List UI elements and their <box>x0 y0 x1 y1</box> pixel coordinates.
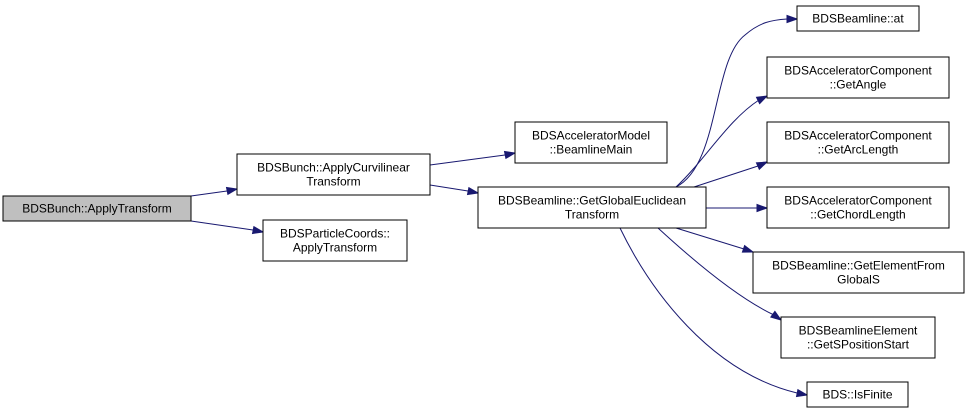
node-label-line: ::BeamlineMain <box>550 143 633 157</box>
node-label-line: BDS::IsFinite <box>822 388 892 402</box>
node-label-line: Transform <box>565 208 619 222</box>
edge-line <box>693 165 759 188</box>
node-apply-transform[interactable]: BDSBunch::ApplyTransform <box>2 195 192 222</box>
edge-get_global_euclidean-to-is_finite <box>619 227 809 398</box>
node-label-line: BDSBeamline::GetGlobalEuclidean <box>498 194 686 208</box>
arrowhead-icon <box>770 310 783 321</box>
node-box <box>766 56 950 99</box>
node-label-line: ::GetSPositionStart <box>807 338 910 352</box>
edge-line <box>429 184 469 192</box>
node-label-line: BDSAcceleratorComponent <box>784 64 932 78</box>
edge-get_global_euclidean-to-get_chord_length <box>706 203 769 213</box>
node-label-line: BDSBeamlineElement <box>799 324 918 338</box>
nodes-layer: BDSBunch::ApplyTransform BDSBunch::ApplyC… <box>2 5 965 408</box>
node-label-line: ::GetChordLength <box>810 208 905 222</box>
edge-line <box>675 18 788 188</box>
node-label-line: BDSBunch::ApplyTransform <box>22 202 172 216</box>
arrowhead-icon <box>225 186 239 196</box>
node-label-line: BDSAcceleratorComponent <box>784 194 932 208</box>
node-box <box>806 381 909 408</box>
edge-apply_transform-to-particle_coords <box>190 220 265 235</box>
edge-get_global_euclidean-to-beamline_at <box>675 14 799 188</box>
edge-line <box>190 220 254 231</box>
edge-get_global_euclidean-to-get_element_from_global_s <box>675 227 755 253</box>
node-label-line: ::GetArcLength <box>818 143 899 157</box>
edge-get_global_euclidean-to-get_s_position_start <box>657 227 783 321</box>
node-label-line: Transform <box>306 175 360 189</box>
edge-apply_curvilinear-to-get_global_euclidean <box>429 184 480 196</box>
node-box <box>780 316 936 359</box>
node-box <box>236 153 431 196</box>
edge-line <box>190 190 228 197</box>
node-box <box>796 5 920 32</box>
node-is-finite[interactable]: BDS::IsFinite <box>806 381 909 408</box>
node-get-arc-length[interactable]: BDSAcceleratorComponent::GetArcLength <box>766 121 950 164</box>
arrowhead-icon <box>503 150 517 160</box>
edges-layer <box>190 14 809 398</box>
arrowhead-icon <box>251 225 265 235</box>
edge-get_global_euclidean-to-get_arc_length <box>693 161 769 188</box>
node-box <box>2 195 192 222</box>
arrowhead-icon <box>795 388 809 398</box>
node-label-line: ApplyTransform <box>293 241 377 255</box>
node-beamline-at[interactable]: BDSBeamline::at <box>796 5 920 32</box>
arrowhead-icon <box>741 244 755 253</box>
node-label-line: GlobalS <box>837 273 880 287</box>
node-label-line: BDSAcceleratorModel <box>532 129 650 143</box>
edge-line <box>675 227 745 250</box>
arrowhead-icon <box>755 95 769 105</box>
edge-line <box>675 99 760 188</box>
arrowhead-icon <box>756 203 769 213</box>
arrowhead-icon <box>786 14 799 24</box>
node-label-line: BDSBeamline::GetElementFrom <box>772 259 945 273</box>
edge-line <box>657 227 775 316</box>
node-box <box>514 121 668 164</box>
node-get-chord-length[interactable]: BDSAcceleratorComponent::GetChordLength <box>766 186 950 229</box>
edge-get_global_euclidean-to-get_angle <box>675 95 769 188</box>
node-label-line: BDSParticleCoords:: <box>280 227 390 241</box>
node-box <box>262 219 408 262</box>
edge-line <box>429 154 506 166</box>
edge-apply_curvilinear-to-beamline_main <box>429 150 517 166</box>
node-particle-coords[interactable]: BDSParticleCoords::ApplyTransform <box>262 219 408 262</box>
node-box <box>477 186 707 229</box>
node-label-line: BDSAcceleratorComponent <box>784 129 932 143</box>
node-get-angle[interactable]: BDSAcceleratorComponent::GetAngle <box>766 56 950 99</box>
edge-line <box>619 227 798 394</box>
arrowhead-icon <box>755 161 769 171</box>
node-label-line: BDSBeamline::at <box>812 12 904 26</box>
node-box <box>752 251 965 294</box>
node-label-line: ::GetAngle <box>830 78 887 92</box>
node-label-line: BDSBunch::ApplyCurvilinear <box>257 161 410 175</box>
node-box <box>766 121 950 164</box>
edge-apply_transform-to-apply_curvilinear <box>190 186 239 197</box>
node-get-s-position-start[interactable]: BDSBeamlineElement::GetSPositionStart <box>780 316 936 359</box>
node-box <box>766 186 950 229</box>
arrowhead-icon <box>466 186 480 196</box>
node-beamline-main[interactable]: BDSAcceleratorModel::BeamlineMain <box>514 121 668 164</box>
